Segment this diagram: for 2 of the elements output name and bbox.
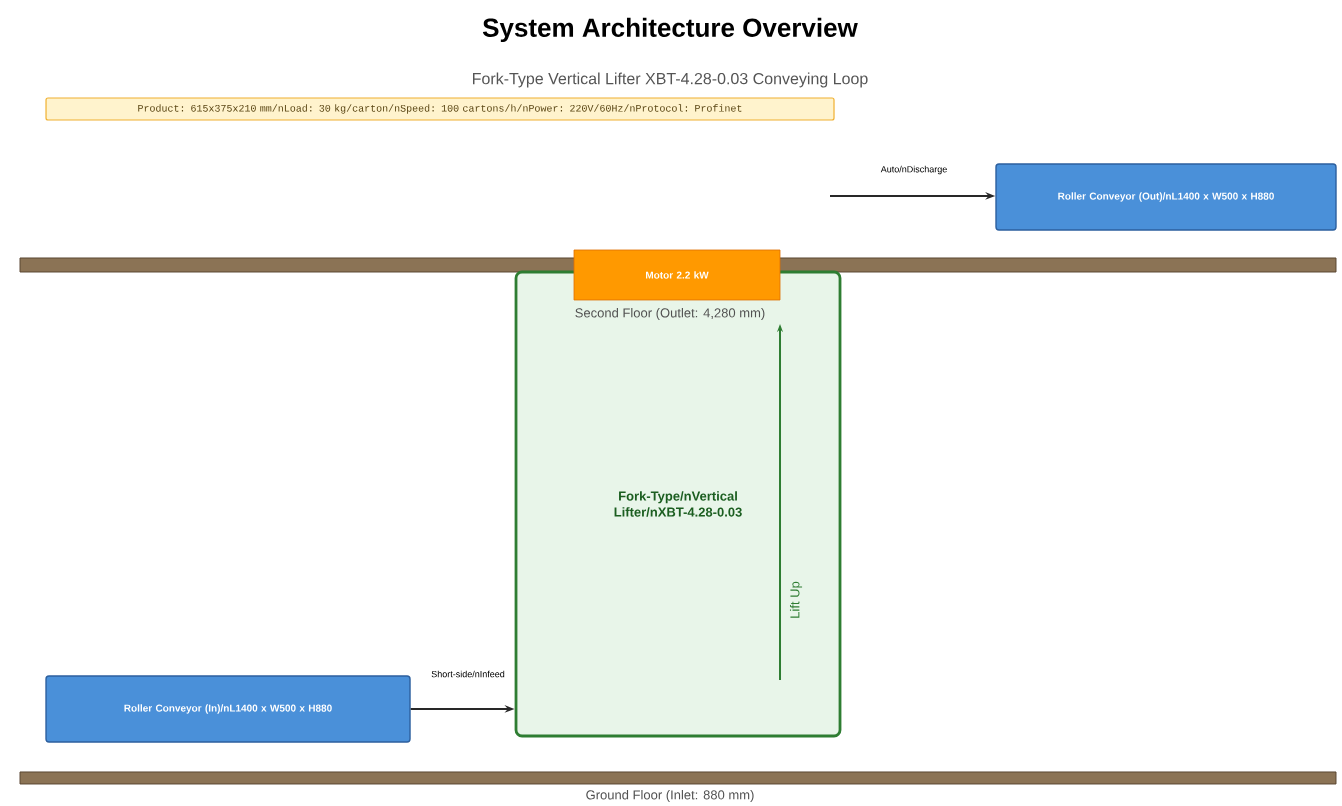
title: System Architecture Overview: [482, 17, 858, 43]
subtitle: Fork-Type Vertical Lifter XBT-4.28-0.03 Conveying Loop: [473, 72, 868, 88]
